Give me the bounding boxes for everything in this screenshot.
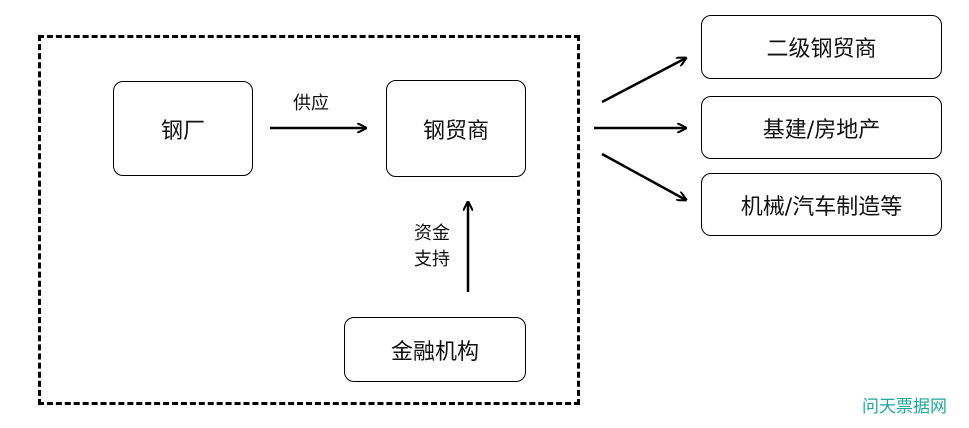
manufacturing-label: 机械/汽车制造等 bbox=[740, 194, 903, 220]
arrow-to-secondary-trader bbox=[601, 58, 686, 104]
infrastructure-node: 基建/房地产 bbox=[701, 96, 942, 159]
manufacturing-node: 机械/汽车制造等 bbox=[701, 173, 942, 236]
infrastructure-label: 基建/房地产 bbox=[762, 117, 881, 143]
funding-label-line-2: 支持 bbox=[414, 249, 450, 270]
steel-trader-label: 钢贸商 bbox=[422, 118, 489, 144]
steel-trader-node: 钢贸商 bbox=[386, 80, 526, 177]
steel-mill-label: 钢厂 bbox=[160, 118, 205, 144]
dashed-boundary bbox=[38, 35, 580, 405]
secondary-trader-label: 二级钢贸商 bbox=[766, 37, 877, 62]
secondary-trader-node: 二级钢贸商 bbox=[701, 15, 942, 79]
steel-mill-node: 钢厂 bbox=[113, 81, 253, 176]
financial-institution-label: 金融机构 bbox=[390, 339, 479, 365]
funding-label-line-1: 资金 bbox=[414, 223, 450, 244]
financial-institution-node: 金融机构 bbox=[344, 317, 526, 382]
watermark-text: 问天票据网 bbox=[862, 397, 947, 417]
funding-edge-label: 资金 支持 bbox=[412, 221, 452, 273]
supply-edge-label: 供应 bbox=[293, 93, 329, 114]
arrow-to-manufacturing bbox=[601, 152, 686, 200]
